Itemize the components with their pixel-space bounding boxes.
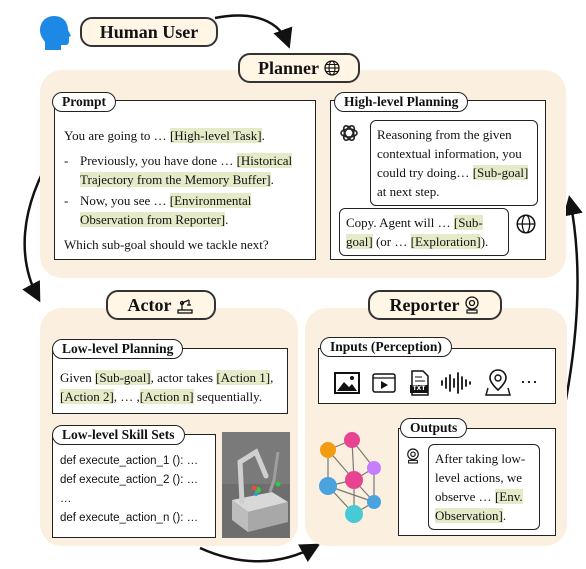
bullet2-end: .	[225, 212, 229, 227]
audio-wave-icon	[441, 372, 471, 394]
skill-sets-box	[52, 434, 216, 538]
prompt-line1-text: You are going to …	[64, 128, 167, 143]
llp-mid2: , … ,	[113, 389, 140, 404]
inputs-title: Inputs (Perception)	[320, 337, 452, 357]
action-1-highlight: [Action 1]	[216, 370, 271, 385]
prompt-bullet1: - Previously, you have done … [Historica…	[64, 153, 293, 187]
actor-title-text: Actor	[127, 294, 172, 315]
bubble1-text: Reasoning from the given contextual info…	[377, 127, 522, 180]
llp-post: sequentially.	[196, 389, 263, 404]
bubble2-end: ).	[480, 234, 489, 249]
human-user-label[interactable]: Human User	[80, 17, 218, 47]
actor-title: Actor	[106, 290, 216, 320]
openai-logo-icon	[340, 124, 358, 142]
reporter-title-text: Reporter	[389, 294, 460, 315]
outputs-text: After taking low-level actions, we obser…	[435, 451, 526, 504]
skill-sets-code: def execute_action_1 (): … def execute_a…	[60, 452, 216, 528]
reporter-title: Reporter	[368, 290, 502, 320]
exploration-highlight: [Exploration]	[410, 234, 481, 249]
robot-arm-icon	[177, 299, 194, 314]
webcam-icon	[407, 448, 419, 464]
human-user-text: Human User	[99, 21, 199, 42]
low-level-planning-text: Given [Sub-goal], actor takes [Action 1]…	[60, 368, 284, 406]
skill-line: def execute_action_n (): …	[60, 512, 199, 524]
llp-mid: , actor takes	[150, 370, 214, 385]
map-pin-icon	[485, 369, 511, 396]
arrow-user-to-planner	[214, 14, 293, 49]
globe-icon	[324, 60, 340, 76]
outputs-end: .	[502, 508, 507, 523]
skill-line: def execute_action_1 (): …	[60, 455, 199, 467]
bullet1-end: .	[270, 172, 274, 187]
txt-label: TXT	[412, 385, 426, 392]
subgoal-highlight-1: [Sub-goal]	[472, 165, 529, 180]
subgoal-highlight-3: [Sub-goal]	[95, 370, 151, 385]
low-level-planning-title: Low-level Planning	[52, 339, 184, 359]
image-icon	[334, 372, 360, 394]
action-n-highlight: [Action n]	[139, 389, 194, 404]
webcam-icon	[465, 296, 480, 314]
planning-bubble-2: Copy. Agent will … [Sub-goal] (or … [Exp…	[339, 208, 509, 256]
outputs-bubble: After taking low-level actions, we obser…	[428, 444, 540, 530]
llp-comma: ,	[270, 370, 274, 385]
bullet2-text: Now, you see …	[80, 193, 167, 208]
arrow-reporter-to-planner	[561, 195, 583, 416]
llp-pre: Given	[60, 370, 92, 385]
prompt-body: You are going to … [High-level Task]. - …	[64, 126, 312, 254]
skill-line: def execute_action_2 (): …	[60, 474, 199, 486]
high-level-task-highlight: [High-level Task]	[169, 128, 262, 143]
high-level-planning-title: High-level Planning	[334, 92, 469, 112]
bubble2-text: Copy. Agent will …	[346, 215, 451, 230]
planner-title-text: Planner	[258, 57, 319, 78]
skill-sets-title: Low-level Skill Sets	[52, 425, 185, 445]
neural-network-graphic	[319, 432, 381, 523]
planner-title: Planner	[238, 53, 360, 83]
prompt-line1-end: .	[261, 128, 265, 143]
bullet1-text: Previously, you have done …	[80, 153, 234, 168]
more-inputs: ⋯	[520, 372, 538, 392]
planning-bubble-1: Reasoning from the given contextual info…	[370, 120, 538, 206]
user-head-icon	[40, 16, 71, 50]
skill-line: …	[60, 493, 72, 505]
outputs-title: Outputs	[400, 418, 468, 438]
globe-icon	[516, 214, 536, 234]
prompt-question: Which sub-goal should we tackle next?	[64, 237, 269, 252]
robot-scene-image	[222, 432, 290, 538]
bubble2-mid: (or …	[375, 234, 408, 249]
video-icon	[372, 373, 396, 393]
prompt-bullet2: - Now, you see … [Environmental Observat…	[64, 193, 252, 227]
action-2-highlight: [Action 2]	[60, 389, 114, 404]
bubble1-end: at next step.	[377, 184, 440, 199]
prompt-title: Prompt	[52, 92, 116, 112]
txt-file-icon	[410, 370, 429, 396]
arrow-actor-to-reporter	[199, 543, 321, 563]
prompt-line1: You are going to … [High-level Task].	[64, 126, 312, 145]
